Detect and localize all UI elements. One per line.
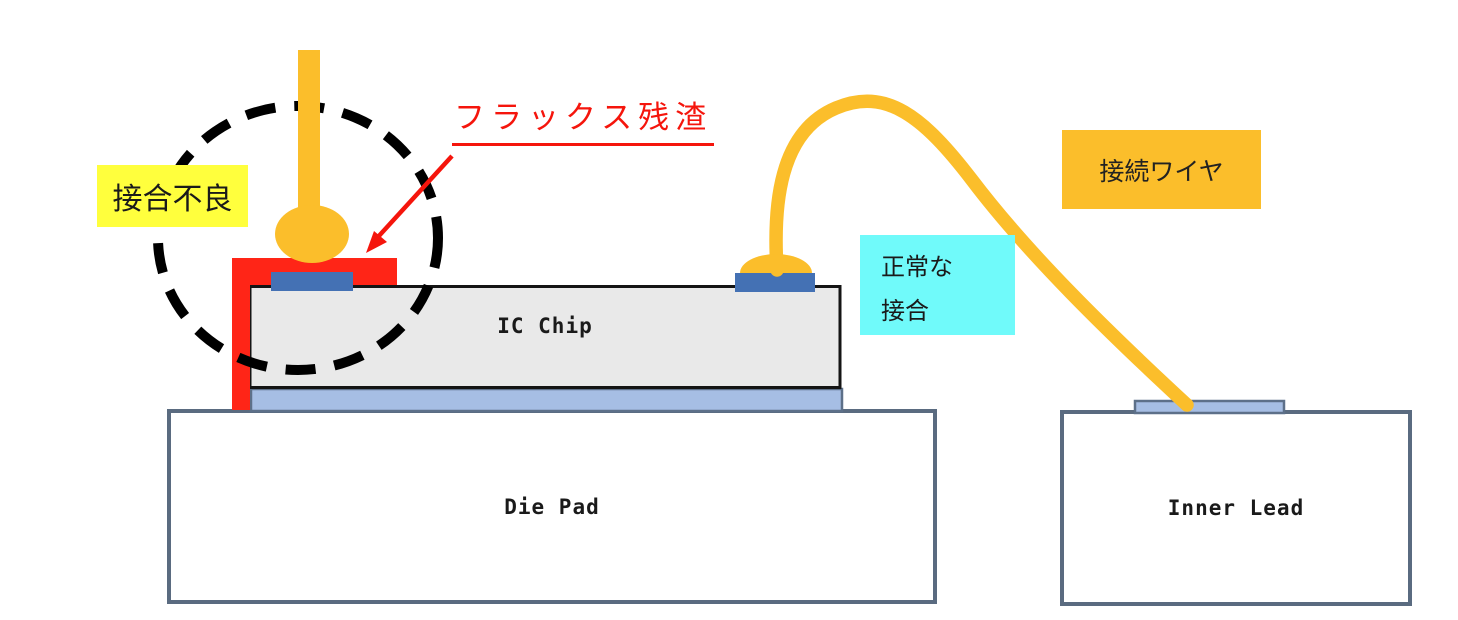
bonding-failure-label: 接合不良	[112, 182, 233, 217]
flux-arrow-head	[366, 231, 387, 253]
connection-wire-label: 接続ワイヤ	[1099, 156, 1224, 186]
flux-residue-shape	[232, 258, 397, 410]
normal-bond-label-line1: 正常な	[881, 253, 953, 281]
bonding-failure-callout: 接合不良	[97, 165, 248, 227]
failed-wire-stem-shape	[298, 50, 320, 222]
connection-wire-shape	[769, 94, 1194, 412]
ic-chip-shape	[248, 285, 842, 389]
flux-residue-label: フラックス残渣	[454, 100, 713, 136]
die-attach-layer-shape	[249, 387, 844, 413]
flux-arrow	[366, 154, 454, 253]
die-pad-shape	[167, 409, 937, 604]
normal-bond-pad-shape	[735, 273, 815, 292]
flux-residue-callout: フラックス残渣	[452, 92, 715, 146]
die-pad-text: Die Pad	[504, 494, 600, 519]
ic-chip-label: IC Chip	[250, 286, 840, 366]
failed-bond-pad-shape	[271, 272, 353, 291]
failed-bond-ball-shape	[275, 205, 349, 263]
normal-bond-ball-shape	[740, 254, 812, 273]
inner-lead-label: Inner Lead	[1062, 412, 1410, 604]
die-pad-label: Die Pad	[169, 411, 935, 602]
inner-lead-text: Inner Lead	[1167, 496, 1305, 520]
inner-lead-pad-shape	[1133, 399, 1286, 415]
ic-chip-text: IC Chip	[497, 314, 593, 338]
connection-wire-callout: 接続ワイヤ	[1062, 130, 1261, 209]
flux-arrow-line	[376, 154, 454, 239]
normal-bond-callout: 正常な 接合	[860, 235, 1015, 335]
inner-lead-shape	[1060, 410, 1412, 606]
normal-bond-label-line2: 接合	[881, 297, 929, 325]
